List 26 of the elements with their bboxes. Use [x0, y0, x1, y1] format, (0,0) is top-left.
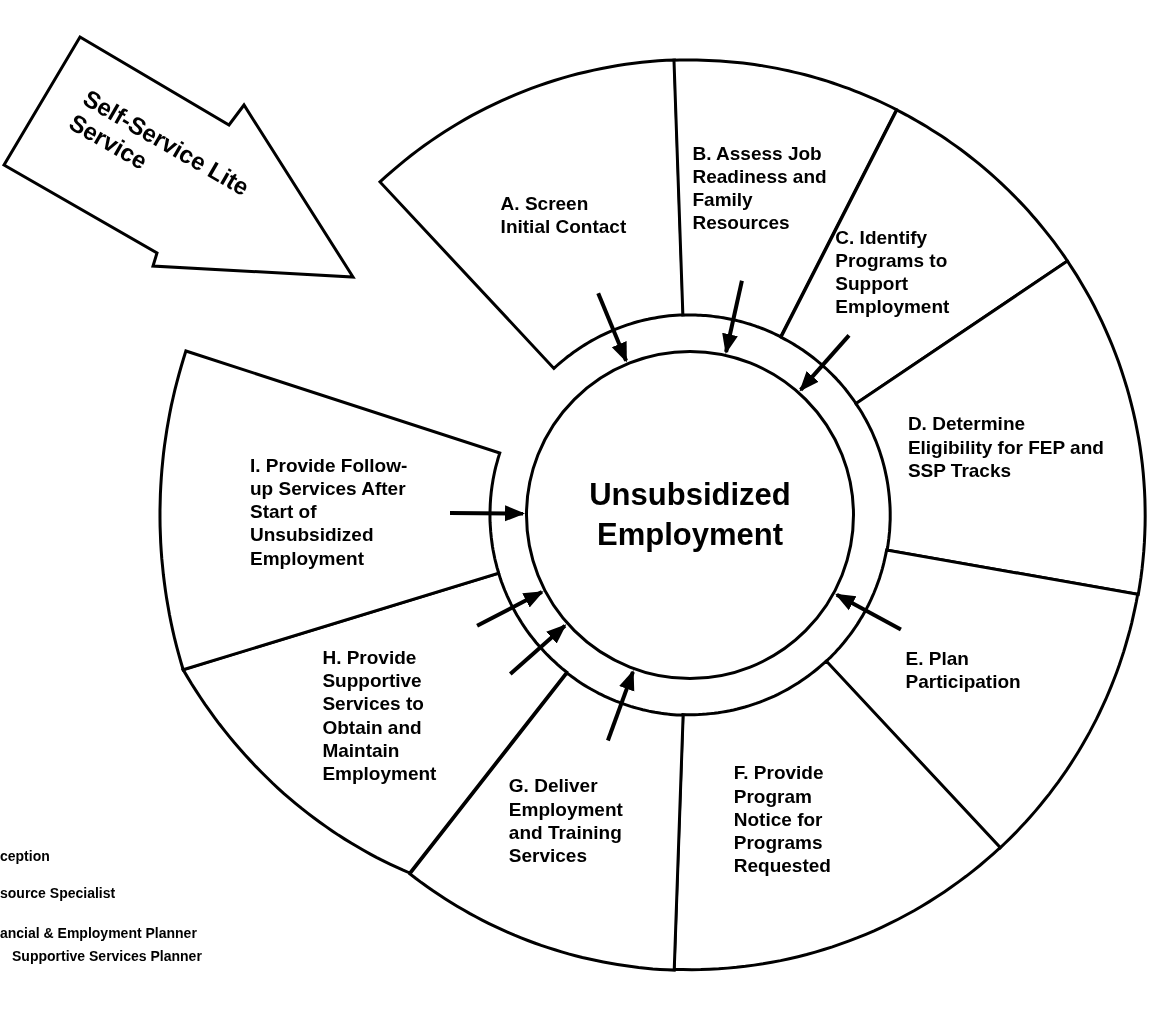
segment-label: I. Provide Follow-up Services After Start of Unsubsidized Employment: [250, 453, 409, 570]
segment-label: H. Provide Supportive Services to Obtain and Maintain Employment: [322, 646, 438, 786]
arrow: [596, 292, 628, 363]
arrow: [606, 670, 635, 742]
wheel-segment: [160, 351, 500, 670]
arrow: [835, 592, 902, 632]
role-label: Supportive Services Planner: [12, 948, 202, 964]
segment-label: G. Deliver Employment and Training Services: [508, 774, 624, 867]
arrow: [450, 505, 525, 522]
segment-label: F. Provide Program Notice for Programs Requested: [733, 761, 832, 878]
wheel-segment: [826, 549, 1139, 848]
arrow: [722, 280, 744, 354]
arrow: [508, 624, 567, 676]
role-label: source Specialist: [0, 885, 116, 901]
segment-label: C. Identify Programs to Support Employment: [835, 225, 951, 318]
segment-label: B. Assess Job Readiness and Family Resources: [692, 141, 828, 235]
block-arrow: [4, 37, 353, 277]
segment-label: E. Plan Participation: [905, 646, 1022, 694]
segment-label: A. Screen Initial Contact: [500, 191, 628, 238]
segment-label: D. Determine Eligibility for FEP and SSP Tracks: [907, 412, 1105, 483]
center-label: Unsubsidized Employment: [588, 475, 792, 554]
role-label: ancial & Employment Planner: [0, 925, 197, 941]
arrow: [476, 590, 544, 628]
arrow: [799, 333, 851, 392]
wheel-segment: [379, 60, 683, 369]
role-label: ception: [0, 848, 50, 864]
